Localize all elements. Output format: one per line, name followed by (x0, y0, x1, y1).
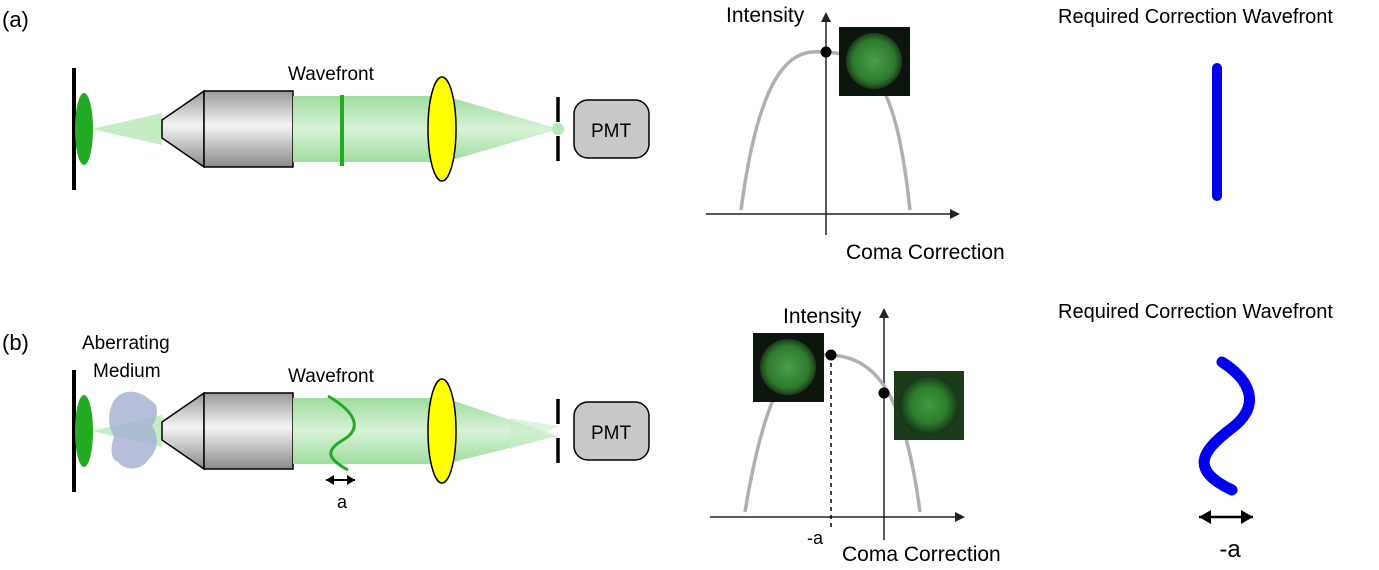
objective-tip-b (161, 391, 205, 471)
objective-body-b (203, 392, 294, 470)
cell-body-a (846, 33, 902, 89)
plot-b: Intensity -a Coma Correction (710, 305, 1001, 566)
peak-point-a (820, 46, 832, 58)
collimated-beam (293, 96, 439, 162)
converging-beam-b (445, 398, 558, 464)
tube-lens-b (427, 378, 457, 484)
objective-body (203, 90, 294, 168)
objective-tip (161, 89, 205, 169)
wavefront-label-b: Wavefront (288, 366, 375, 387)
focal-spot (552, 123, 564, 135)
x-label-a: Coma Correction (846, 241, 1005, 264)
pmt-label-a: PMT (591, 121, 632, 142)
shift-arrow-left-head (326, 475, 334, 485)
current-point-b (878, 387, 890, 399)
shift-label-a: a (337, 492, 348, 512)
aberrating-medium (109, 391, 157, 469)
x-label-b: Coma Correction (842, 543, 1001, 566)
focal-cone (92, 113, 162, 145)
shift-arrow-right-head (347, 475, 355, 485)
panel-a-label: (a) (2, 7, 29, 32)
correction-a: Required Correction Wavefront (1058, 6, 1333, 201)
correction-arrow-right-head (1241, 510, 1253, 524)
pmt-box-a (573, 99, 650, 159)
panel-b: (b) Aberrating Medium Wavefront a PMT (2, 301, 1333, 566)
aberrated-wavefront (327, 394, 356, 472)
pmt-label-b: PMT (591, 423, 632, 444)
correction-b: Required Correction Wavefront -a (1058, 301, 1333, 563)
plot-a: Intensity Coma Correction (706, 4, 1005, 264)
tube-lens (427, 76, 457, 182)
converging-beam (445, 96, 559, 162)
y-label-a: Intensity (726, 4, 805, 27)
medium-label-line1: Aberrating (82, 333, 170, 354)
peak-point-b (825, 349, 837, 361)
wavefront-label-a: Wavefront (288, 64, 375, 85)
medium-label-line2: Medium (93, 361, 161, 382)
panel-b-label: (b) (2, 330, 29, 355)
panel-a: (a) Wavefront PMT Inte (2, 4, 1333, 264)
correction-shift-label: -a (1219, 536, 1241, 563)
setup-a: Wavefront PMT (72, 64, 650, 190)
offset-tick-label: -a (807, 528, 824, 548)
crossed-rays (510, 418, 558, 450)
collimated-beam-b (293, 398, 439, 464)
setup-b: Aberrating Medium Wavefront a PMT (72, 333, 650, 512)
blurred-cell (899, 375, 959, 435)
fluorescent-sample (75, 93, 93, 165)
y-label-b: Intensity (783, 305, 862, 328)
correction-arrow-left-head (1199, 510, 1211, 524)
pmt-box-b (573, 401, 650, 461)
correction-title-a: Required Correction Wavefront (1058, 6, 1333, 28)
fluorescent-sample-b (75, 395, 93, 467)
cell-body-b (760, 339, 816, 395)
s-shaped-correction-wavefront (1198, 356, 1255, 496)
correction-title-b: Required Correction Wavefront (1058, 301, 1333, 323)
